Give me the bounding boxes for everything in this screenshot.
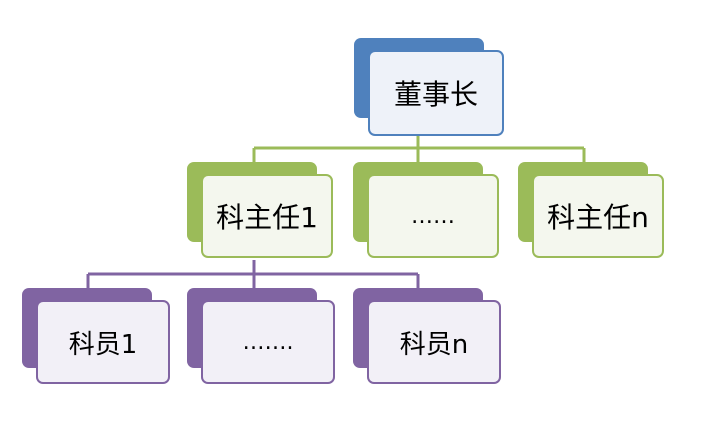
node-manager-2-label: …… — [411, 203, 455, 229]
node-staff-1-box: 科员1 — [36, 300, 170, 384]
node-staff-1-label: 科员1 — [68, 329, 138, 360]
node-chairman-box: 董事长 — [368, 50, 504, 136]
node-manager-n-box: 科主任n — [532, 174, 664, 258]
node-staff-2-box: ……. — [201, 300, 335, 384]
node-staff-2-label: ……. — [242, 329, 294, 355]
node-staff-n-label: 科员n — [399, 329, 469, 360]
node-chairman-label: 董事长 — [393, 78, 478, 111]
node-manager-1-box: 科主任1 — [201, 174, 333, 258]
node-manager-1-label: 科主任1 — [216, 201, 318, 234]
node-manager-n-label: 科主任n — [547, 201, 649, 234]
node-staff-n-box: 科员n — [367, 300, 501, 384]
node-manager-2-box: …… — [367, 174, 499, 258]
